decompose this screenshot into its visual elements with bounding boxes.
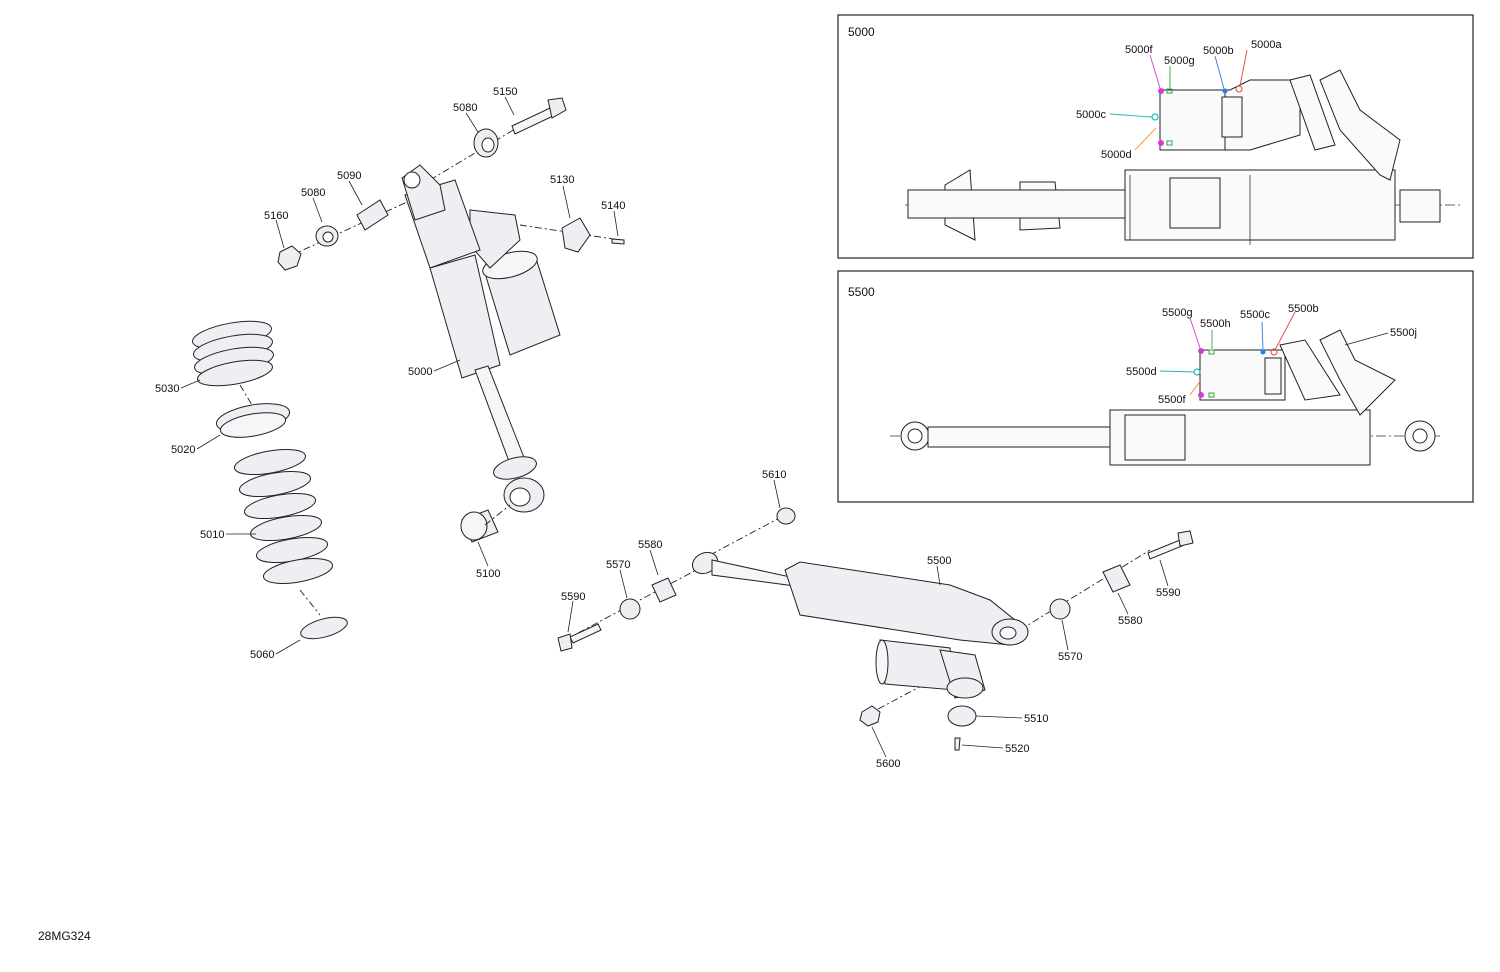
callout-5500g: 5500g <box>1162 307 1193 319</box>
label-5000: 5000 <box>408 366 432 378</box>
callout-5000f: 5000f <box>1125 44 1153 56</box>
label-5570-right: 5570 <box>1058 651 1082 663</box>
label-5590-right: 5590 <box>1156 587 1180 599</box>
callout-5000b: 5000b <box>1203 45 1234 57</box>
callout-5000a: 5000a <box>1251 39 1282 51</box>
label-5090: 5090 <box>337 170 361 182</box>
leader-lines <box>180 96 1169 758</box>
inset-5000-title: 5000 <box>848 25 875 39</box>
label-5080-washer: 5080 <box>301 187 325 199</box>
label-5580-left: 5580 <box>638 539 662 551</box>
label-5570-left: 5570 <box>606 559 630 571</box>
label-5580-right: 5580 <box>1118 615 1142 627</box>
callout-5000d: 5000d <box>1101 149 1132 161</box>
label-5010: 5010 <box>200 529 224 541</box>
spring-set <box>192 320 348 640</box>
label-5130: 5130 <box>550 174 574 186</box>
shock-absorber-5000 <box>289 104 621 513</box>
inset-5500-callouts: 5500b 5500c 5500d 5500f 5500g 5500h 5500… <box>1126 303 1417 406</box>
label-5600: 5600 <box>876 758 900 770</box>
label-5150: 5150 <box>493 86 517 98</box>
label-5080-top: 5080 <box>453 102 477 114</box>
inset-5000-section-drawing <box>905 69 1460 245</box>
label-5520: 5520 <box>1005 743 1029 755</box>
inset-5000-callouts: 5000a 5000b 5000c 5000d 5000f 5000g <box>1076 39 1282 161</box>
label-5100: 5100 <box>476 568 500 580</box>
label-5060: 5060 <box>250 649 274 661</box>
document-code: 28MG324 <box>38 929 91 943</box>
hardware-5500-set <box>557 507 1194 751</box>
label-5140: 5140 <box>601 200 625 212</box>
label-5030: 5030 <box>155 383 179 395</box>
callout-5500j: 5500j <box>1390 327 1417 339</box>
callout-5500c: 5500c <box>1240 309 1270 321</box>
inset-5500-section-drawing <box>890 329 1440 466</box>
callout-5000g: 5000g <box>1164 55 1195 67</box>
spring-5010 <box>233 448 334 584</box>
callout-5500f: 5500f <box>1158 394 1186 406</box>
callout-5500b: 5500b <box>1288 303 1319 315</box>
inset-5500: 5500 5500b 5500c 5500d 55 <box>837 270 1474 503</box>
spring-5030 <box>192 320 274 387</box>
label-5500: 5500 <box>927 555 951 567</box>
bushing-5100 <box>460 504 511 543</box>
label-5020: 5020 <box>171 444 195 456</box>
callout-5500d: 5500d <box>1126 366 1157 378</box>
hardware-5000-set <box>277 97 625 271</box>
label-5510: 5510 <box>1024 713 1048 725</box>
callout-5500h: 5500h <box>1200 318 1231 330</box>
label-5590-left: 5590 <box>561 591 585 603</box>
inset-5000: 5000 5000a 5000b <box>837 14 1474 259</box>
callout-5000c: 5000c <box>1076 109 1106 121</box>
part-labels: 5150 5080 5090 5080 5160 5130 5140 5000 … <box>155 86 1180 770</box>
label-5610: 5610 <box>762 469 786 481</box>
inset-5500-title: 5500 <box>848 285 875 299</box>
label-5160: 5160 <box>264 210 288 222</box>
